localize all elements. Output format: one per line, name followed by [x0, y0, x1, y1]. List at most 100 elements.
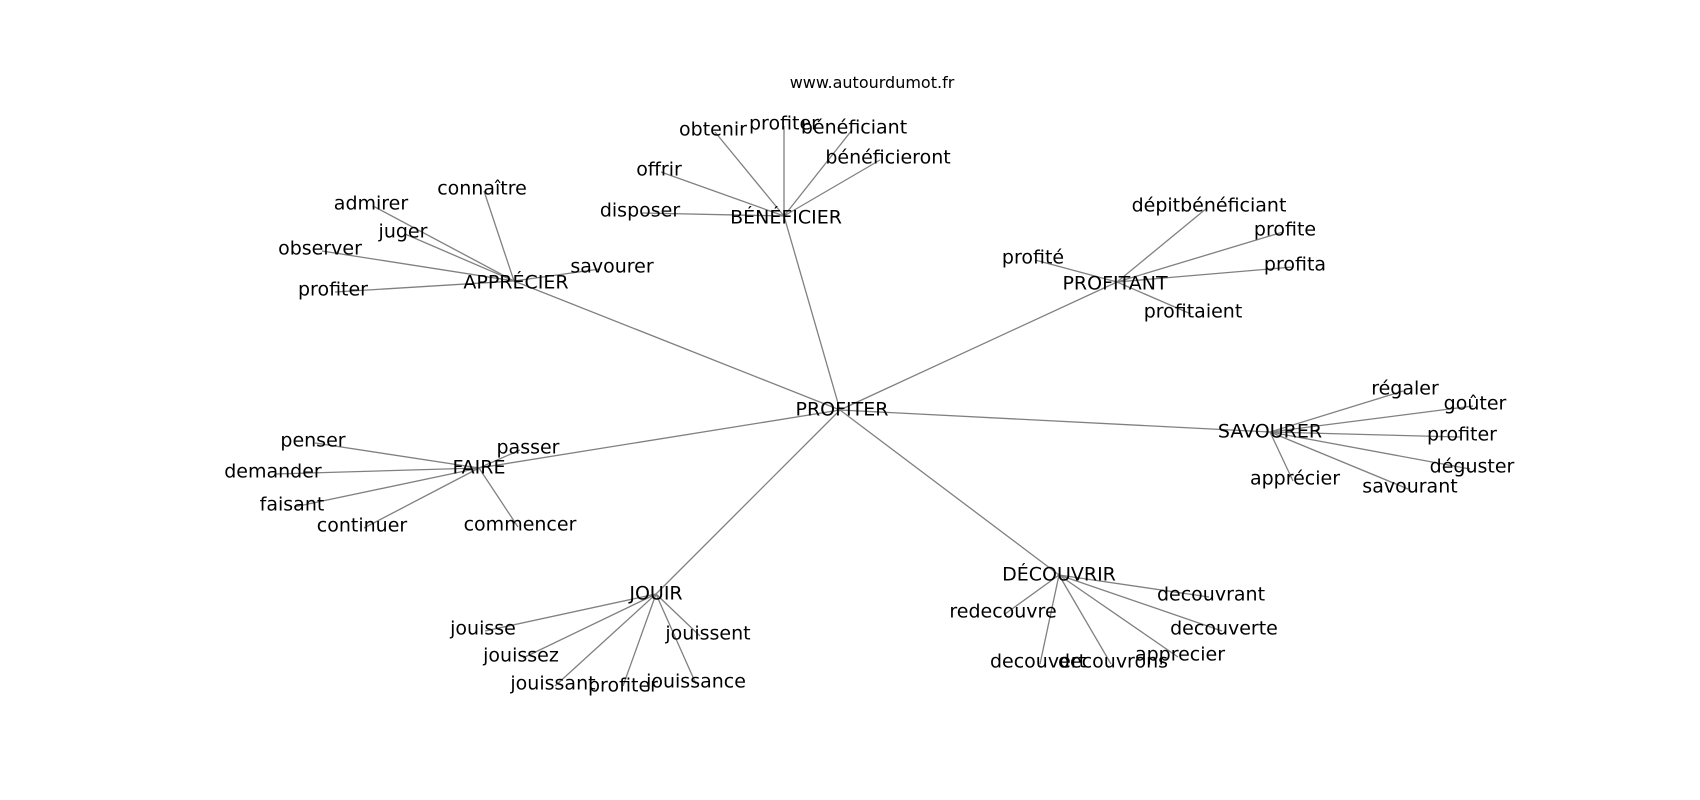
edge-center-apprecier [513, 280, 841, 411]
edge-profitant-1 [1116, 231, 1284, 283]
edge-faire-5 [478, 467, 519, 528]
leaf-node-jouir-4[interactable]: jouissance [645, 671, 746, 693]
leaf-node-beneficier-2[interactable]: bénéficiant [801, 117, 907, 139]
leaf-node-decouvrir-4[interactable]: decouvrons [1058, 651, 1168, 673]
edge-apprecier-5 [513, 268, 601, 282]
edge-center-jouir [655, 409, 841, 595]
leaf-node-decouvrir-0[interactable]: redecouvre [949, 601, 1056, 623]
edge-savourer-3 [1269, 431, 1471, 470]
edge-center-faire [478, 409, 841, 469]
leaf-node-apprecier-3[interactable]: observer [278, 238, 362, 260]
edge-decouvrir-4 [1058, 574, 1112, 665]
leaf-node-apprecier-4[interactable]: profiter [298, 279, 368, 301]
leaf-node-faire-0[interactable]: penser [280, 430, 345, 452]
leaf-node-beneficier-1[interactable]: profiter [749, 113, 819, 135]
edge-apprecier-2 [404, 233, 515, 282]
edge-faire-4 [363, 467, 480, 529]
leaf-node-faire-2[interactable]: demander [224, 461, 322, 483]
leaf-node-faire-3[interactable]: faisant [260, 494, 325, 516]
edge-jouir-5 [655, 593, 701, 637]
edge-beneficier-3 [783, 159, 881, 217]
leaf-node-savourer-1[interactable]: goûter [1444, 393, 1507, 415]
edge-savourer-0 [1269, 390, 1404, 433]
hub-node-faire[interactable]: FAIRE [453, 457, 506, 479]
edge-beneficier-5 [641, 212, 785, 217]
leaf-node-apprecier-1[interactable]: admirer [334, 193, 409, 215]
leaf-node-faire-5[interactable]: commencer [464, 514, 577, 536]
leaf-node-savourer-4[interactable]: savourant [1362, 476, 1457, 498]
leaf-node-profitant-0[interactable]: dépitbénéficiant [1132, 195, 1287, 217]
edge-profitant-4 [1116, 281, 1192, 315]
edge-faire-3 [293, 467, 480, 508]
edge-decouvrir-5 [1039, 574, 1060, 665]
leaf-node-faire-1[interactable]: passer [496, 437, 559, 459]
hub-node-jouir[interactable]: JOUIR [628, 583, 682, 605]
hub-node-savourer[interactable]: SAVOURER [1218, 421, 1322, 443]
leaf-node-profitant-3[interactable]: profité [1002, 247, 1064, 269]
leaf-node-beneficier-4[interactable]: offrir [636, 159, 682, 181]
edge-jouir-3 [622, 593, 657, 687]
edge-decouvrir-0 [1004, 574, 1060, 615]
edge-beneficier-2 [783, 129, 853, 217]
edge-center-beneficier [783, 215, 841, 411]
edge-faire-1 [478, 449, 521, 469]
edge-beneficier-0 [714, 131, 785, 217]
edge-profitant-0 [1116, 207, 1208, 283]
edge-apprecier-0 [483, 190, 515, 282]
edge-decouvrir-1 [1058, 574, 1210, 598]
leaf-node-decouvrir-2[interactable]: decouverte [1170, 618, 1278, 640]
edge-center-savourer [839, 409, 1271, 433]
leaf-node-savourer-2[interactable]: profiter [1427, 424, 1497, 446]
leaf-node-jouir-2[interactable]: jouissant [509, 673, 595, 695]
center-node[interactable]: PROFITER [796, 399, 889, 421]
leaf-node-decouvrir-5[interactable]: decouvert [990, 651, 1086, 673]
edge-jouir-0 [484, 593, 657, 632]
hub-node-beneficier[interactable]: BÉNÉFICIER [730, 206, 842, 229]
leaf-node-jouir-0[interactable]: jouisse [449, 618, 516, 640]
edge-apprecier-4 [334, 280, 515, 293]
leaf-node-beneficier-0[interactable]: obtenir [679, 119, 747, 141]
leaf-node-decouvrir-1[interactable]: decouvrant [1157, 584, 1265, 606]
hub-node-apprecier[interactable]: APPRÉCIER [463, 271, 568, 294]
leaf-node-profitant-4[interactable]: profitaient [1144, 301, 1243, 323]
edge-savourer-2 [1269, 431, 1461, 438]
leaf-node-apprecier-0[interactable]: connaître [437, 178, 527, 200]
leaf-node-apprecier-5[interactable]: savourer [570, 256, 654, 278]
leaf-node-profitant-2[interactable]: profita [1264, 254, 1326, 276]
edge-center-decouvrir [839, 409, 1060, 576]
graph-nodes: APPRÉCIER connaître admirer juger observer pr… [224, 113, 1514, 697]
graph-edges [274, 126, 1474, 687]
edge-faire-2 [274, 467, 480, 475]
leaf-node-jouir-5[interactable]: jouissent [664, 623, 750, 645]
leaf-node-beneficier-5[interactable]: disposer [600, 200, 681, 222]
edge-profitant-3 [1034, 259, 1118, 283]
edge-jouir-4 [655, 593, 697, 685]
edge-apprecier-3 [321, 250, 515, 282]
leaf-node-savourer-5[interactable]: apprécier [1250, 468, 1340, 490]
leaf-node-beneficier-3[interactable]: bénéficieront [825, 147, 950, 169]
edge-jouir-1 [522, 593, 657, 659]
edge-decouvrir-3 [1058, 574, 1179, 658]
edge-beneficier-4 [660, 171, 785, 217]
edge-decouvrir-2 [1058, 574, 1223, 632]
leaf-node-apprecier-2[interactable]: juger [378, 221, 428, 243]
edge-savourer-5 [1269, 431, 1294, 482]
edge-center-profitant [839, 281, 1118, 411]
leaf-node-profitant-1[interactable]: profite [1254, 219, 1316, 241]
edge-savourer-1 [1269, 405, 1474, 433]
leaf-node-decouvrir-3[interactable]: apprecier [1135, 644, 1225, 666]
leaf-node-jouir-3[interactable]: profiter [588, 675, 658, 697]
edge-profitant-2 [1116, 266, 1294, 283]
hub-node-profitant[interactable]: PROFITANT [1062, 273, 1167, 295]
edge-faire-0 [314, 442, 480, 469]
watermark-text: www.autourdumot.fr [790, 73, 955, 92]
edge-savourer-4 [1269, 431, 1409, 490]
leaf-node-savourer-3[interactable]: déguster [1430, 456, 1515, 478]
hub-node-decouvrir[interactable]: DÉCOUVRIR [1002, 563, 1116, 586]
leaf-node-jouir-1[interactable]: jouissez [482, 645, 559, 667]
leaf-node-faire-4[interactable]: continuer [317, 515, 408, 537]
edge-apprecier-1 [372, 205, 515, 282]
leaf-node-savourer-0[interactable]: régaler [1371, 378, 1439, 400]
edge-jouir-2 [554, 593, 657, 687]
